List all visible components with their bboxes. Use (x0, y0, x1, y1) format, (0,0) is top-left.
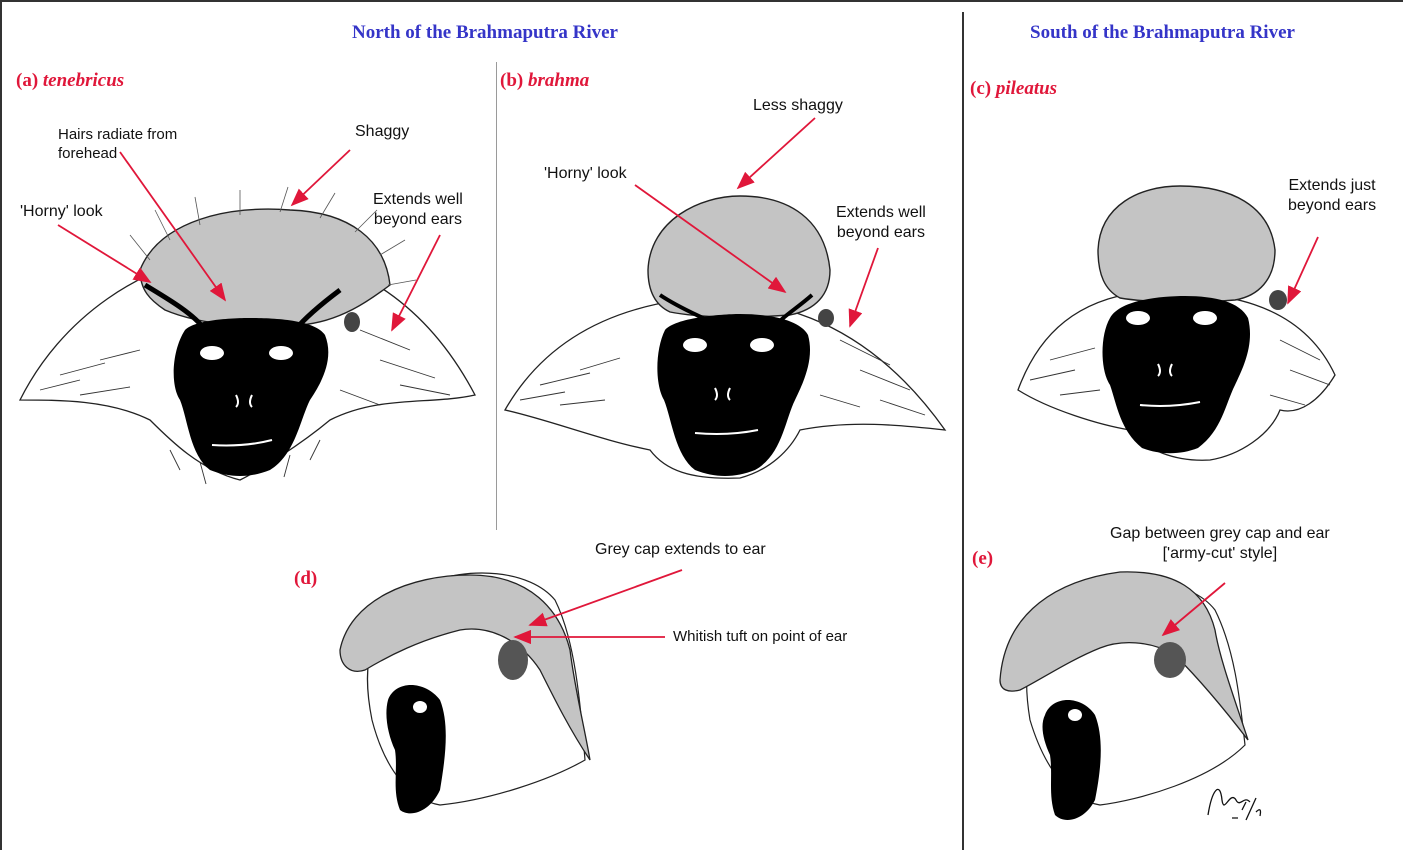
panel-label-a: (a) tenebricus (16, 70, 124, 92)
annotation-grey-cap-to-ear: Grey cap extends to ear (595, 540, 766, 560)
arrows-panel-c (1288, 237, 1318, 303)
annotation-horny-look-a: 'Horny' look (20, 202, 103, 222)
langur-profile-north (340, 573, 590, 813)
annotation-gap-cap-ear: Gap between grey cap and ear ['army-cut'… (1110, 524, 1330, 564)
region-title-north: North of the Brahmaputra River (352, 22, 618, 44)
annotation-whitish-tuft: Whitish tuft on point of ear (673, 627, 847, 647)
langur-face-pileatus (1018, 186, 1335, 460)
panel-label-c: (c) pileatus (970, 78, 1057, 100)
annotation-hairs-radiate: Hairs radiate from forehead (58, 125, 177, 163)
taxon-name-b: brahma (528, 70, 589, 91)
langur-profile-south (1000, 572, 1248, 820)
annotation-shaggy: Shaggy (355, 122, 409, 142)
panel-label-d: (d) (294, 568, 317, 590)
annotation-less-shaggy: Less shaggy (753, 96, 843, 116)
artist-signature (1208, 789, 1261, 820)
langur-face-tenebricus (20, 187, 475, 484)
panel-letter-a: (a) (16, 70, 38, 91)
panel-label-e: (e) (972, 548, 993, 570)
annotation-extends-beyond-ears-b: Extends well beyond ears (836, 203, 926, 243)
annotation-extends-beyond-ears-a: Extends well beyond ears (373, 190, 463, 230)
annotation-horny-look-b: 'Horny' look (544, 164, 627, 184)
taxon-name-c: pileatus (996, 78, 1057, 99)
annotation-extends-just-beyond-ears: Extends just beyond ears (1288, 176, 1376, 216)
panel-letter-c: (c) (970, 78, 991, 99)
panel-label-b: (b) brahma (500, 70, 589, 92)
taxon-name-a: tenebricus (43, 70, 124, 91)
panel-letter-b: (b) (500, 70, 523, 91)
region-title-south: South of the Brahmaputra River (1030, 22, 1295, 44)
